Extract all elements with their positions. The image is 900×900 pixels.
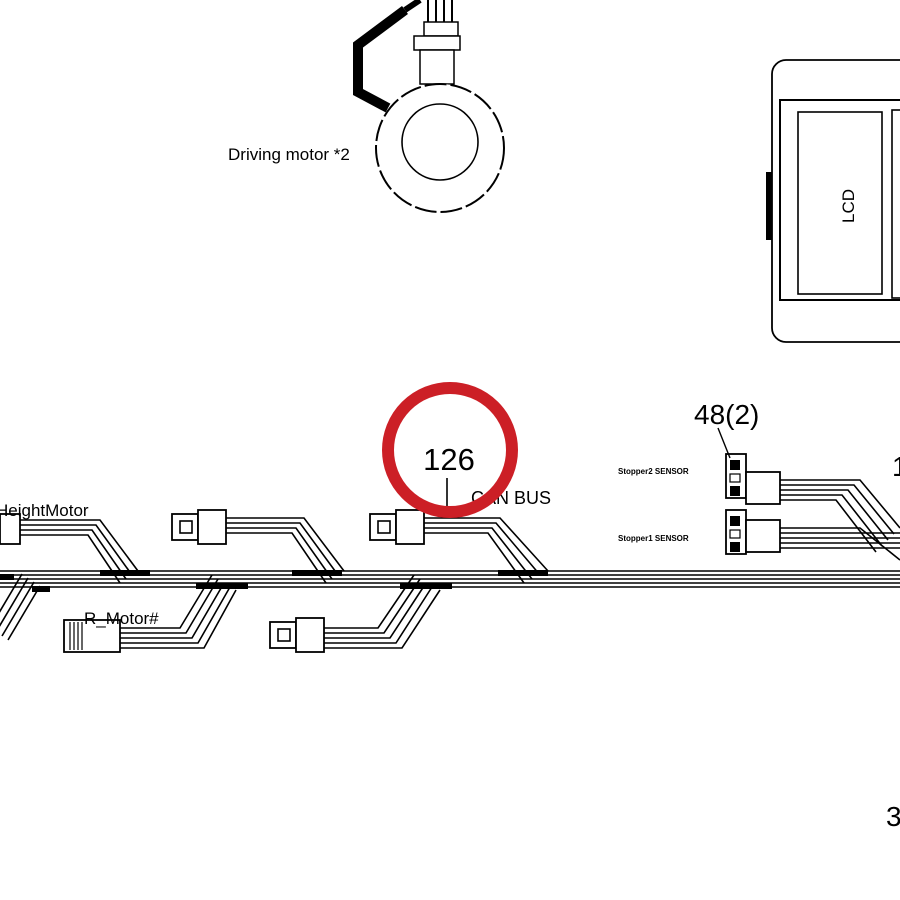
stopper-sensor-1-label: Stopper2 SENSOR — [618, 467, 689, 476]
r-motor-label: R_Motor# — [84, 609, 159, 628]
callout-48-label: 48(2) — [694, 399, 759, 430]
stopper-sensor-2-label: Stopper1 SENSOR — [618, 534, 689, 543]
callout-126-label: 126 — [423, 442, 475, 477]
r-motor-connector: R_Motor# — [63, 574, 248, 653]
connector-2 — [171, 509, 345, 584]
highlight-ring — [382, 382, 518, 518]
lcd-label: LCD — [839, 189, 858, 223]
motor-shaft — [419, 49, 455, 85]
edge-label-1: 1 — [892, 451, 900, 482]
edge-label-3: 3 — [886, 801, 900, 832]
can-bus-connector: CAN BUS — [369, 488, 551, 584]
lcd-screen — [797, 111, 883, 295]
callout-126: 126 — [423, 442, 475, 510]
driving-motor-label: Driving motor *2 — [228, 145, 350, 164]
height-motor-label: HeightMotor — [0, 501, 89, 520]
stopper-sensors: Stopper2 SENSOR Stopper1 SENSOR 48(2) 1 — [618, 399, 900, 561]
height-motor-connector: HeightMotor — [0, 501, 150, 584]
left-branch — [0, 573, 50, 641]
lcd-panel: LCD — [766, 59, 900, 343]
motor-hub — [401, 103, 479, 181]
lower-middle-connector — [269, 574, 452, 653]
motor-connector-top — [423, 21, 459, 37]
motor-cable — [353, 5, 408, 113]
driving-motor: Driving motor *2 — [228, 0, 505, 213]
